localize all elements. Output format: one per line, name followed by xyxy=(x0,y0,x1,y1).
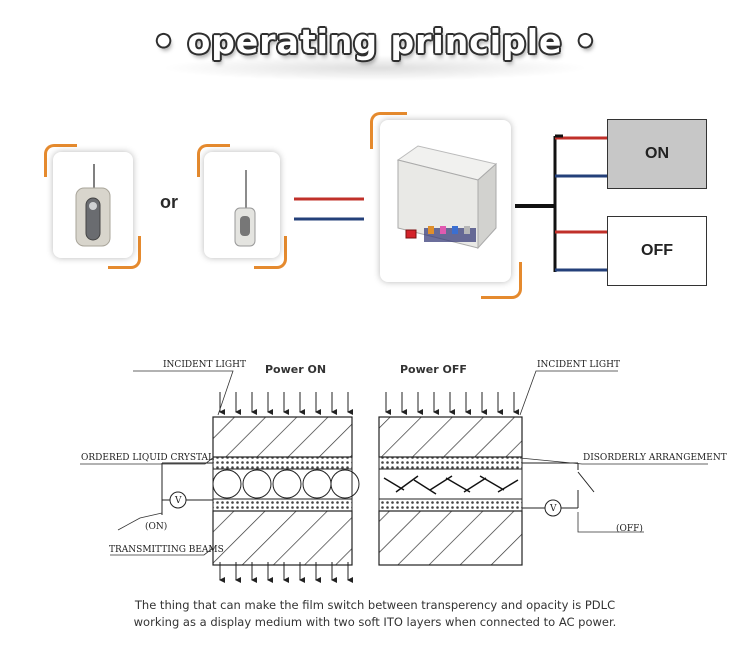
page-title: • operating principle • xyxy=(153,22,597,61)
power-on-heading: Power ON xyxy=(265,363,326,376)
remote-stick-image xyxy=(234,170,256,247)
rf-signal-wires xyxy=(294,197,364,221)
controller-card xyxy=(380,120,511,282)
incident-light-right-label: INCIDENT LIGHT xyxy=(537,360,620,370)
voltmeter-left-label: V xyxy=(174,496,182,506)
state-off-box: OFF xyxy=(607,216,707,286)
disorderly-arrangement-label: DISORDERLY ARRANGEMENT xyxy=(583,453,727,463)
card-corner-decoration xyxy=(44,144,77,177)
voltmeter-right-label: V xyxy=(549,504,557,514)
power-on-panel xyxy=(212,416,360,566)
pdlc-diagram: Power ON Power OFF INCIDENT LIGHT INCIDE… xyxy=(80,360,727,583)
title-shadow xyxy=(160,55,590,81)
state-off-label: OFF xyxy=(641,242,673,259)
card-corner-decoration xyxy=(108,236,141,269)
card-corner-decoration xyxy=(254,236,287,269)
transmitting-arrows xyxy=(219,562,353,583)
caption: The thing that can make the film switch … xyxy=(0,597,750,631)
remote-control-card-1 xyxy=(53,152,133,258)
incident-arrows-right xyxy=(385,392,519,415)
power-off-heading: Power OFF xyxy=(400,363,467,376)
card-corner-decoration xyxy=(370,112,407,149)
transmitting-beams-label: TRANSMITTING BEAMS xyxy=(109,545,224,555)
ordered-liquid-crystal-label: ORDERED LIQUID CRYSTAL xyxy=(81,453,214,463)
left-circuit xyxy=(161,462,213,515)
switch-off-label: (OFF) xyxy=(616,523,643,534)
remote-control-card-2 xyxy=(204,152,280,258)
card-corner-decoration xyxy=(481,262,522,299)
right-circuit xyxy=(522,462,595,517)
controller-box-image xyxy=(396,145,498,250)
switch-on-label: (ON) xyxy=(145,521,167,532)
or-label: or xyxy=(160,192,178,212)
leader-lines xyxy=(80,370,708,556)
incident-arrows-left xyxy=(219,392,353,415)
incident-light-left-label: INCIDENT LIGHT xyxy=(163,360,246,370)
state-on-label: ON xyxy=(645,145,669,162)
caption-line-1: The thing that can make the film switch … xyxy=(134,598,616,612)
remote-keyfob-image xyxy=(75,164,111,247)
caption-line-2: working as a display medium with two sof… xyxy=(133,615,617,629)
power-off-panel xyxy=(378,416,523,566)
card-corner-decoration xyxy=(197,144,230,177)
output-wiring xyxy=(515,134,607,272)
state-on-box: ON xyxy=(607,119,707,189)
